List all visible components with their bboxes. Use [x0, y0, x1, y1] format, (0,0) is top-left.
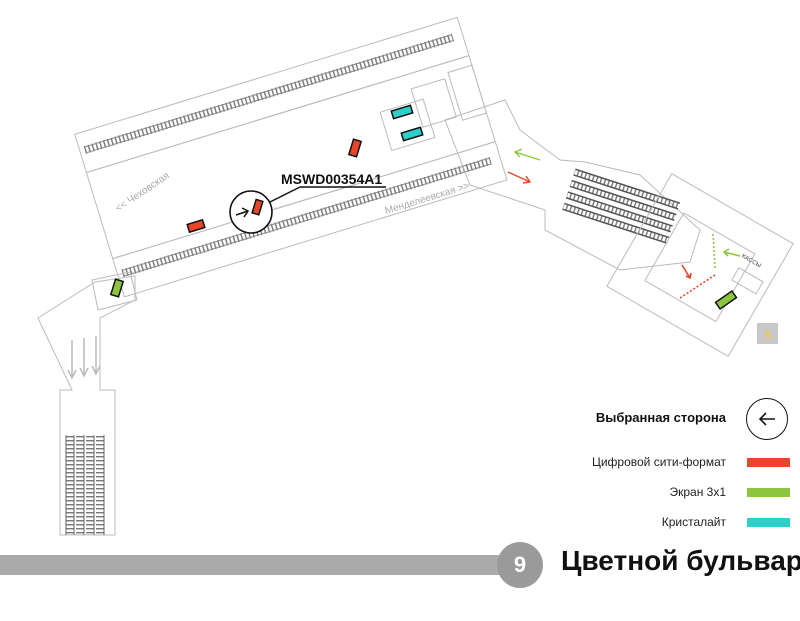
legend-swatch-screen — [747, 488, 790, 497]
selected-code-label: MSWD00354A1 — [281, 171, 383, 187]
screen-3x1-marker[interactable] — [109, 278, 125, 298]
crystalight-marker[interactable] — [400, 126, 424, 142]
legend-swatch-digital — [747, 458, 790, 467]
legend-title: Выбранная сторона — [595, 410, 726, 425]
left-passage — [37, 271, 138, 536]
selected-side-marker[interactable] — [229, 186, 386, 234]
vestibule — [606, 173, 794, 357]
legend-swatch-crystalight — [747, 518, 790, 527]
digital-city-format-marker[interactable] — [347, 138, 363, 158]
legend-label-crystalight: Кристалайт — [661, 515, 726, 529]
track-lower — [121, 157, 492, 278]
platform-hall — [74, 16, 508, 298]
right-escalator — [562, 168, 681, 244]
line-bar — [0, 555, 520, 575]
label-kassy: КАССЫ — [740, 254, 761, 270]
track-upper — [83, 33, 455, 154]
digital-city-format-marker[interactable] — [186, 218, 206, 234]
ad-markers — [109, 104, 738, 311]
exit-number: 1 — [764, 329, 770, 341]
screen-3x1-marker[interactable] — [714, 289, 738, 311]
left-escalator — [65, 435, 105, 535]
left-arrows — [67, 336, 101, 380]
line-number-badge: 9 — [497, 542, 543, 588]
station-name: Цветной бульвар — [561, 545, 800, 576]
exit-badge — [757, 323, 778, 344]
vestibule-markers — [679, 231, 741, 299]
label-chekhovskaya: << Чеховская — [114, 170, 172, 214]
crystalight-marker[interactable] — [390, 104, 414, 120]
right-passage — [379, 98, 701, 271]
selected-side-icon — [746, 398, 788, 440]
passage-arrows — [507, 148, 541, 184]
legend-label-screen: Экран 3х1 — [669, 485, 726, 499]
legend-label-digital: Цифровой сити-формат — [591, 455, 726, 469]
